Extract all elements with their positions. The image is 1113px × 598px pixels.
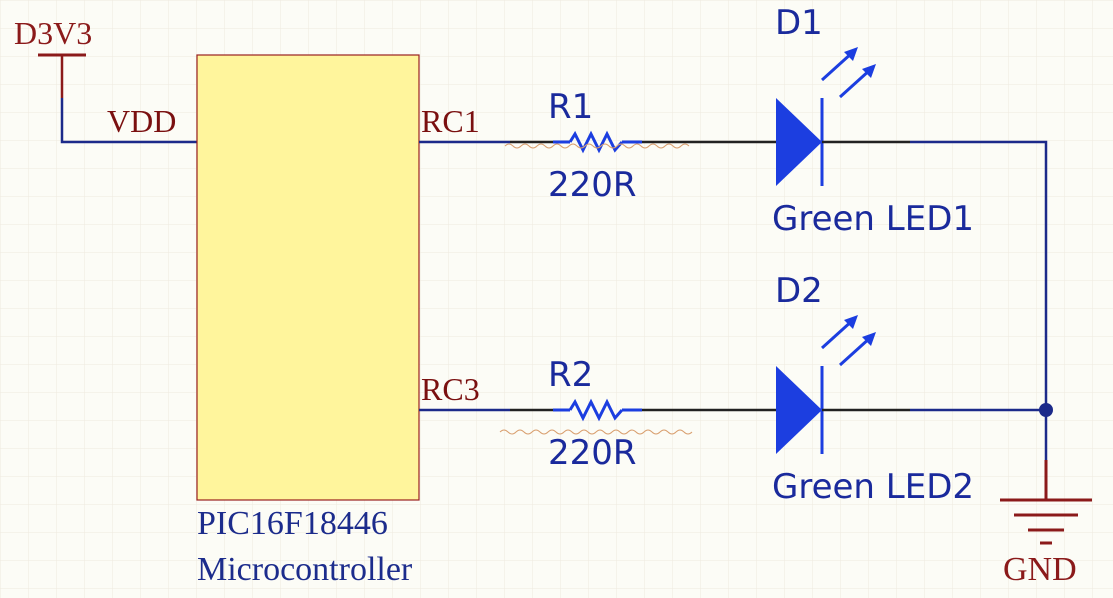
vdd-wire[interactable] — [60, 98, 197, 144]
resistor-r1[interactable] — [504, 130, 690, 154]
power-symbol[interactable]: D3V3 — [14, 15, 92, 98]
r2-value: 220R — [548, 433, 637, 473]
microcontroller-body[interactable] — [196, 54, 420, 501]
power-label: D3V3 — [14, 15, 92, 51]
led-d1[interactable] — [776, 47, 910, 186]
d2-light-arrows-icon — [820, 315, 876, 367]
d1-light-arrows-icon — [820, 47, 876, 99]
d2-designator: D2 — [775, 271, 823, 311]
pin-label-rc3: RC3 — [421, 371, 480, 407]
ground-symbol[interactable]: GND — [1000, 460, 1092, 588]
microcontroller-description: Microcontroller — [197, 551, 413, 588]
d2-value: Green LED2 — [772, 467, 974, 507]
ground-label: GND — [1003, 551, 1077, 588]
d1-designator: D1 — [775, 3, 823, 43]
d1-value: Green LED1 — [772, 199, 974, 239]
r2-designator: R2 — [548, 355, 593, 395]
pin-label-rc1: RC1 — [421, 103, 480, 139]
led-d2[interactable] — [776, 315, 910, 454]
pin-label-vdd: VDD — [107, 103, 176, 139]
junction-dot[interactable] — [1039, 403, 1053, 417]
r1-designator: R1 — [548, 87, 593, 127]
resistor-r2[interactable] — [499, 398, 693, 435]
d1-return-wire[interactable] — [910, 140, 1048, 410]
microcontroller-part-number: PIC16F18446 — [197, 505, 388, 542]
r1-value: 220R — [548, 165, 637, 205]
